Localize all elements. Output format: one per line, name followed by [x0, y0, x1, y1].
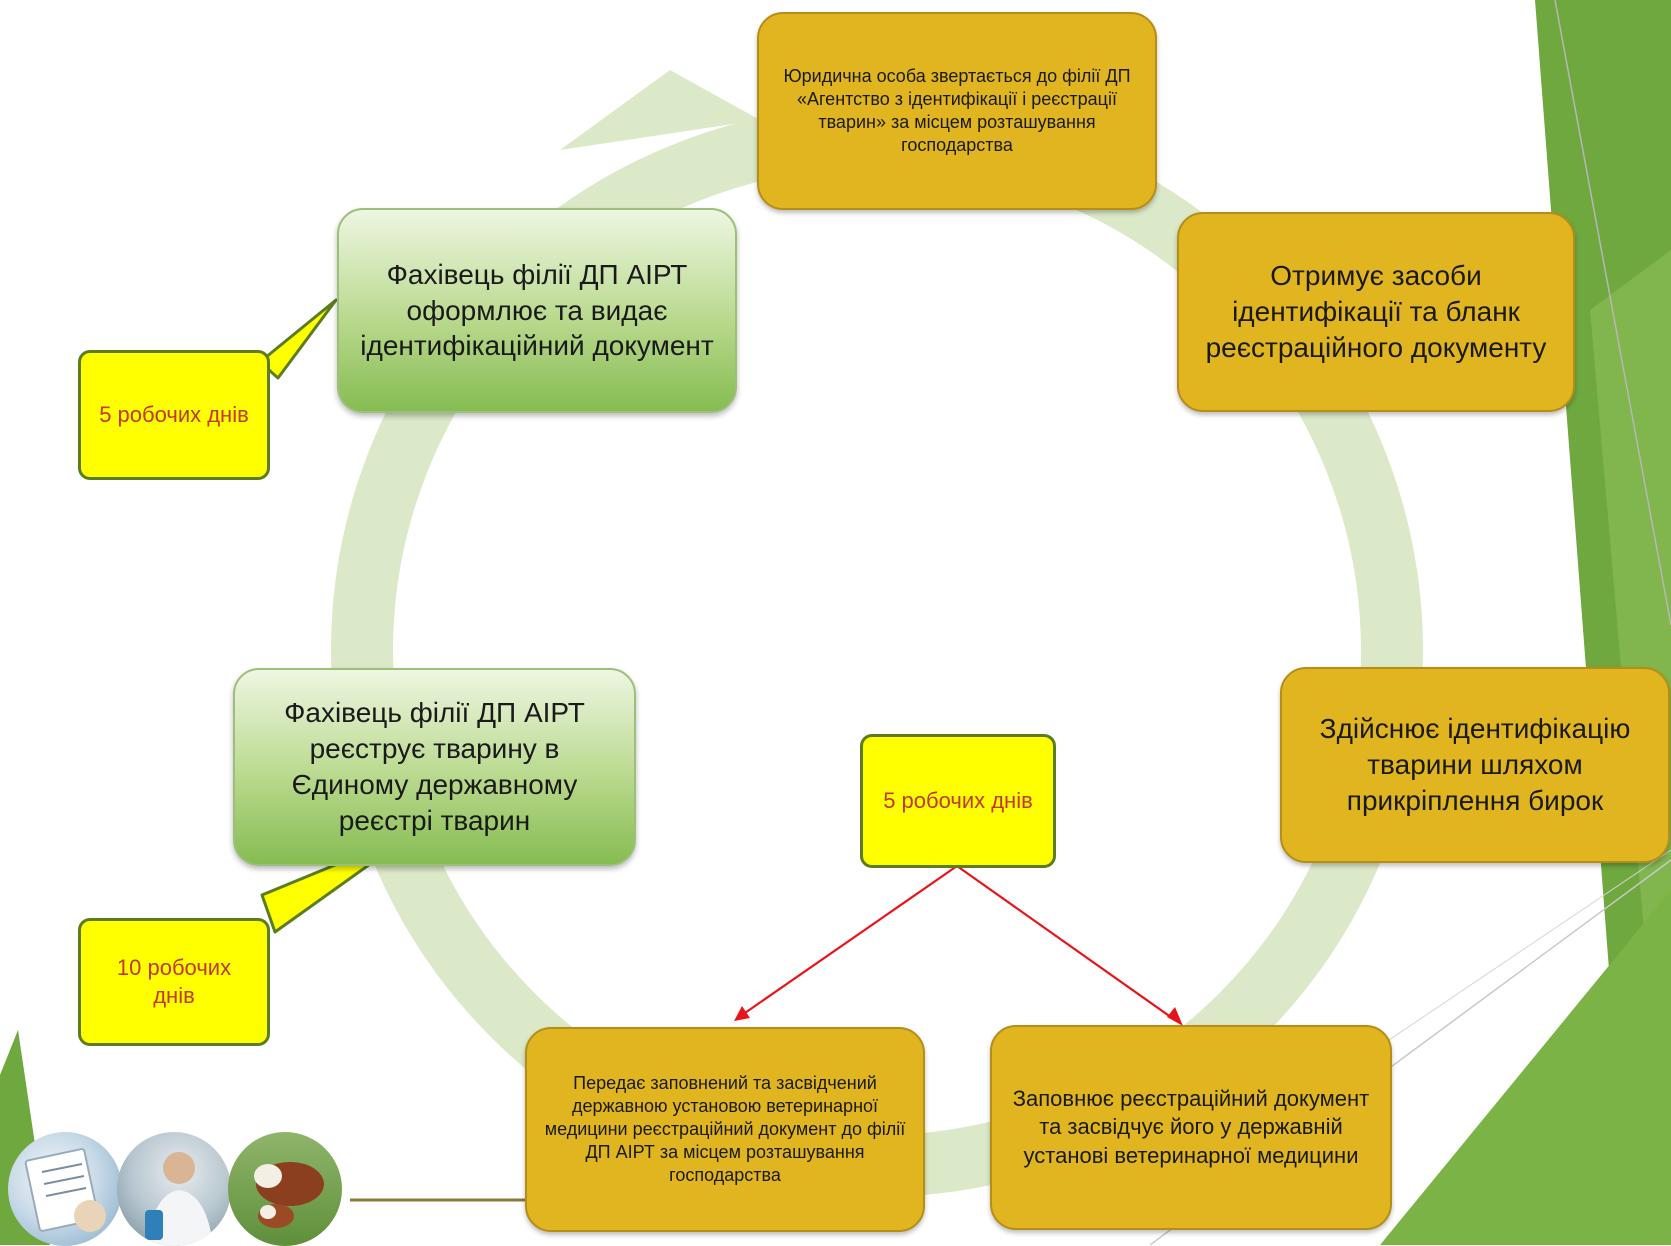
documents-photo — [8, 1132, 122, 1246]
cycle-arrow-head — [560, 70, 760, 150]
step-tag-animal: Здійснює ідентифікацію тварини шляхом пр… — [1280, 667, 1670, 863]
callout-10-days: 10 робочих днів — [78, 918, 270, 1046]
step-tag-animal-text: Здійснює ідентифікацію тварини шляхом пр… — [1319, 713, 1631, 816]
step-fill-document: Заповнює реєстраційний документ та засві… — [990, 1025, 1392, 1230]
callout-5-days-top: 5 робочих днів — [78, 350, 270, 480]
step-send-document-text: Передає заповнений та засвідчений держав… — [544, 1072, 906, 1186]
step-receive-tags-text: Отримує засоби ідентифікації та бланк ре… — [1205, 260, 1547, 363]
step-apply-to-agency-text: Юридична особа звертається до філії ДП «… — [783, 65, 1131, 156]
documents-photo-art — [24, 1148, 106, 1232]
step-fill-document-text: Заповнює реєстраційний документ та засві… — [1012, 1086, 1370, 1168]
red-arrow-right — [956, 865, 1176, 1021]
callout-5-days-top-text: 5 робочих днів — [99, 401, 249, 427]
slide-accent-line — [1554, 0, 1671, 626]
callout-pointer-top — [258, 298, 338, 380]
callout-5-days-center: 5 робочих днів — [860, 734, 1056, 868]
calf-and-cow-photo-art — [254, 1162, 324, 1228]
veterinarian-photo-art — [145, 1152, 213, 1246]
step-issue-id-document: Фахівець філії ДП АІРТ оформлює та видає… — [337, 208, 737, 413]
callout-10-days-text: 10 робочих днів — [116, 954, 232, 1008]
calf-and-cow-photo — [228, 1132, 342, 1246]
callout-5-days-center-text: 5 робочих днів — [883, 787, 1033, 813]
step-send-document: Передає заповнений та засвідчений держав… — [525, 1027, 925, 1232]
slide-accent-corner — [1380, 890, 1671, 1245]
step-register-animal-text: Фахівець філії ДП АІРТ реєструє тварину … — [284, 697, 585, 836]
red-arrow-right-head — [1167, 1007, 1183, 1026]
step-register-animal: Фахівець філії ДП АІРТ реєструє тварину … — [233, 668, 636, 866]
step-receive-tags: Отримує засоби ідентифікації та бланк ре… — [1177, 212, 1575, 412]
veterinarian-photo — [117, 1132, 231, 1246]
step-apply-to-agency: Юридична особа звертається до філії ДП «… — [757, 12, 1157, 210]
red-arrow-left — [741, 865, 958, 1016]
step-issue-id-document-text: Фахівець філії ДП АІРТ оформлює та видає… — [360, 258, 714, 362]
red-arrow-left-head — [734, 1006, 750, 1021]
